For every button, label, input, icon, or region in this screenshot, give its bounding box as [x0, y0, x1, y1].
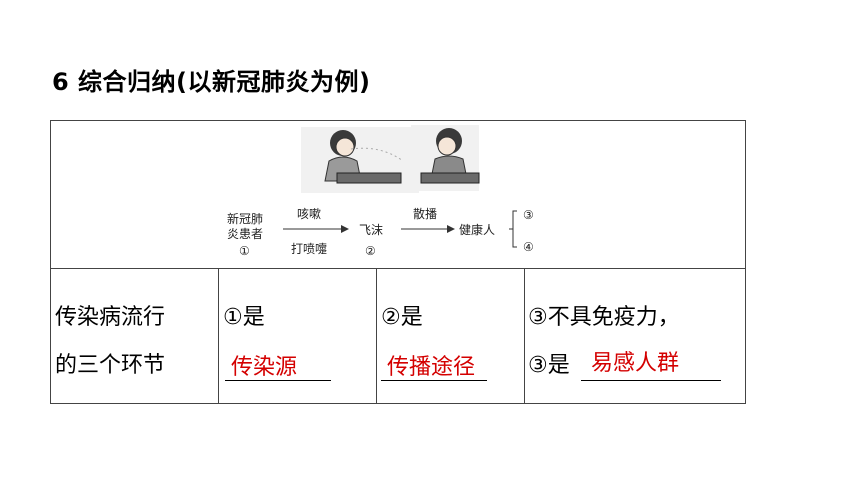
droplet-number: ②: [365, 244, 376, 258]
cell1-prefix: ①是: [223, 305, 265, 330]
cell3-answer: 易感人群: [591, 351, 680, 376]
droplet-label: 飞沫: [359, 223, 383, 237]
column-divider-2: [376, 268, 377, 404]
source-label-line1: 新冠肺: [227, 211, 263, 226]
cell1-underline: [225, 380, 331, 381]
arrow-to-droplet-head: [341, 225, 349, 233]
outcome-4: ④: [523, 240, 534, 254]
cough-label: 咳嗽: [297, 207, 321, 221]
cell1-answer: 传染源: [231, 355, 298, 380]
summary-table: 新冠肺 炎患者 ① 咳嗽 打喷嚏 飞沫 ② 散播 健康人 ③ ④ 传染病流行 的…: [50, 120, 746, 404]
column-divider-3: [524, 268, 525, 404]
page-title: 6 综合归纳(以新冠肺炎为例): [52, 68, 371, 96]
girl-illustration: [411, 125, 480, 191]
arrow-to-healthy-head: [447, 225, 455, 233]
spread-label: 散播: [413, 206, 437, 221]
source-number: ①: [239, 244, 250, 258]
cell2-answer: 传播途径: [387, 355, 476, 380]
healthy-label: 健康人: [459, 222, 495, 237]
outcome-bracket: [509, 210, 517, 248]
row-label-line2: 的三个环节: [55, 353, 166, 378]
cell2-underline: [381, 380, 487, 381]
coughing-boy-illustration: [301, 127, 419, 193]
cell2-prefix: ②是: [381, 305, 423, 330]
row-divider: [51, 268, 745, 269]
column-divider-1: [218, 268, 219, 404]
row-label-line1: 传染病流行: [55, 305, 166, 330]
source-label-line2: 炎患者: [227, 227, 263, 241]
cell3-underline: [581, 380, 721, 381]
cell3-prefix: ③是: [528, 353, 570, 378]
cell3-line1: ③不具免疫力，: [528, 305, 680, 330]
outcome-3: ③: [523, 208, 534, 222]
transmission-diagram: 新冠肺 炎患者 ① 咳嗽 打喷嚏 飞沫 ② 散播 健康人 ③ ④: [227, 125, 534, 258]
sneeze-label: 打喷嚏: [291, 242, 327, 256]
